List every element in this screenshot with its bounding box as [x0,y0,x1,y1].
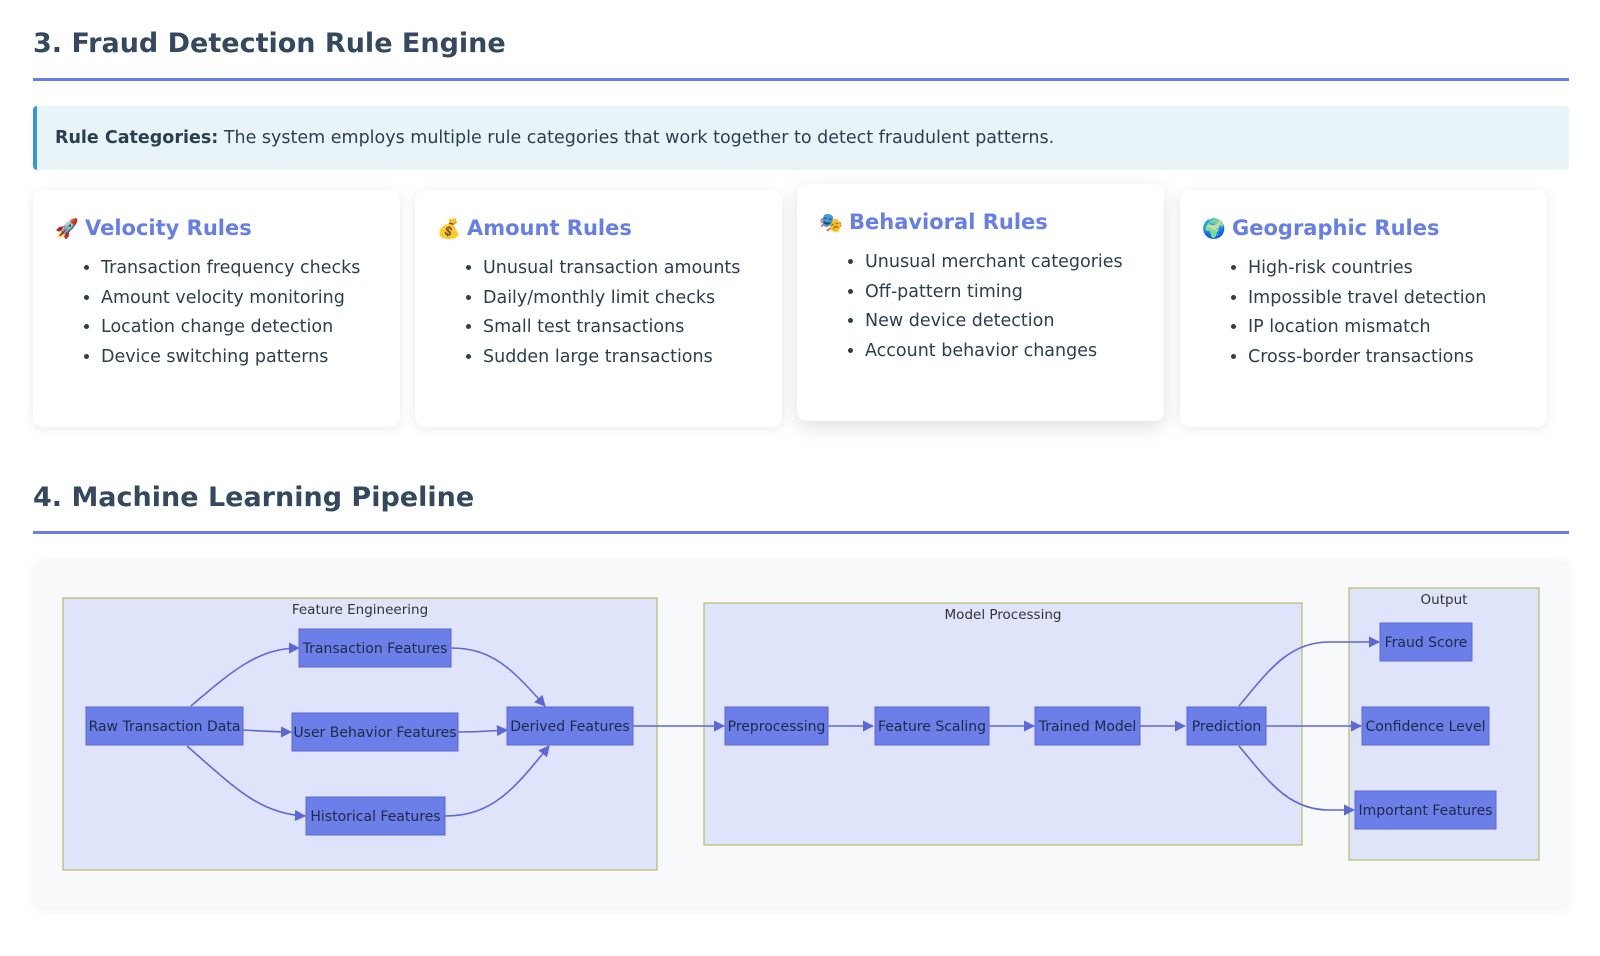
edge-prediction-to-fraud-score [1238,636,1381,707]
rule-list-item: Location change detection [101,313,378,343]
callout-text: The system employs multiple rule categor… [218,128,1055,148]
rule-list-item: Account behavior changes [865,337,1142,367]
node-label: Fraud Score [1385,635,1468,651]
node-label: Important Features [1358,803,1492,819]
edge-historical-to-derived [444,745,550,817]
node-label: Derived Features [510,719,629,735]
rule-card-behavioral: 🎭 Behavioral Rules Unusual merchant cate… [797,184,1164,421]
rule-list: Transaction frequency checks Amount velo… [55,254,378,372]
rule-card-velocity: 🚀 Velocity Rules Transaction frequency c… [33,190,400,427]
rule-list-item: IP location mismatch [1248,313,1525,343]
rule-list: Unusual merchant categories Off-pattern … [819,248,1142,366]
section-title-rule-engine: 3. Fraud Detection Rule Engine [33,28,506,59]
node-label: User Behavior Features [293,725,456,741]
rule-list-item: Device switching patterns [101,343,378,373]
node-raw-transaction-data: Raw Transaction Data [85,706,244,746]
rule-card-title-text: Behavioral Rules [849,210,1048,234]
group-label: Feature Engineering [292,602,428,618]
node-prediction: Prediction [1186,706,1267,746]
node-label: Feature Scaling [878,719,986,735]
rule-list-item: Amount velocity monitoring [101,284,378,314]
rule-list-item: Small test transactions [483,313,760,343]
node-historical-features: Historical Features [305,796,446,836]
edge-user-to-derived [457,724,509,737]
pipeline-diagram: Feature Engineering Model Processing Out… [62,587,1540,871]
theater-masks-icon: 🎭 [819,211,843,234]
rule-list-item: High-risk countries [1248,254,1525,284]
rule-list-item: Off-pattern timing [865,278,1142,308]
section-title-ml-pipeline: 4. Machine Learning Pipeline [33,482,475,513]
node-transaction-features: Transaction Features [298,628,452,668]
rule-card-title-text: Velocity Rules [85,216,252,240]
node-derived-features: Derived Features [506,706,634,746]
node-label: Historical Features [310,809,440,825]
rule-card-title-text: Geographic Rules [1232,216,1440,240]
node-trained-model: Trained Model [1034,706,1141,746]
rule-list: Unusual transaction amounts Daily/monthl… [437,254,760,372]
node-confidence-level: Confidence Level [1361,706,1490,746]
node-important-features: Important Features [1354,790,1497,830]
callout-label: Rule Categories: [55,128,219,148]
rule-card-title: 🚀 Velocity Rules [55,216,378,240]
edge-prediction-to-important-features [1238,745,1356,816]
rule-card-amount: 💰 Amount Rules Unusual transaction amoun… [415,190,782,427]
rule-card-title: 🌍 Geographic Rules [1202,216,1525,240]
node-label: Raw Transaction Data [89,719,241,735]
pipeline-edges [186,636,1381,822]
node-feature-scaling: Feature Scaling [874,706,990,746]
rule-list-item: Daily/monthly limit checks [483,284,760,314]
rule-card-geographic: 🌍 Geographic Rules High-risk countries I… [1180,190,1547,427]
node-label: Transaction Features [302,641,448,657]
globe-icon: 🌍 [1202,217,1226,240]
rocket-icon: 🚀 [55,217,79,240]
money-bag-icon: 💰 [437,217,461,240]
edge-raw-to-historical [186,745,307,822]
edge-raw-to-transaction [190,642,301,707]
rule-categories-callout: Rule Categories: The system employs mult… [33,106,1569,170]
node-user-behavior-features: User Behavior Features [291,712,459,752]
rule-card-title: 🎭 Behavioral Rules [819,210,1142,234]
rule-list-item: New device detection [865,307,1142,337]
rule-list-item: Transaction frequency checks [101,254,378,284]
rule-card-title: 💰 Amount Rules [437,216,760,240]
rule-list-item: Unusual merchant categories [865,248,1142,278]
node-fraud-score: Fraud Score [1379,622,1473,662]
node-label: Confidence Level [1365,719,1485,735]
section-divider [33,531,1569,534]
node-preprocessing: Preprocessing [724,706,829,746]
pipeline-nodes: Raw Transaction Data Transaction Feature… [85,622,1497,836]
rule-list-item: Impossible travel detection [1248,284,1525,314]
rule-list-item: Unusual transaction amounts [483,254,760,284]
rule-list: High-risk countries Impossible travel de… [1202,254,1525,372]
rule-list-item: Sudden large transactions [483,343,760,373]
node-label: Preprocessing [728,719,826,735]
section-divider [33,78,1569,81]
pipeline-diagram-panel: Feature Engineering Model Processing Out… [33,560,1569,908]
node-label: Prediction [1192,719,1262,735]
rule-list-item: Cross-border transactions [1248,343,1525,373]
group-label: Model Processing [945,607,1062,623]
rule-card-title-text: Amount Rules [467,216,632,240]
edge-raw-to-user [242,726,293,738]
node-label: Trained Model [1038,719,1137,735]
group-label: Output [1421,592,1468,608]
edge-transaction-to-derived [450,647,546,707]
